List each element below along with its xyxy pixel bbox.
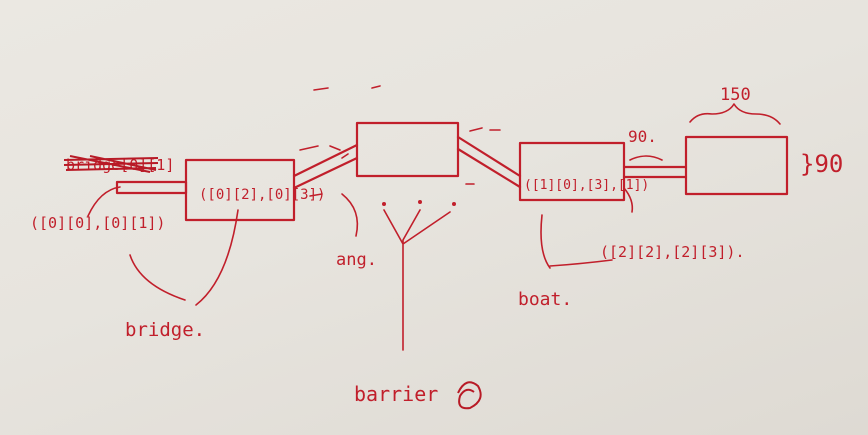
barrier-box xyxy=(355,121,460,178)
start-coordinate-label: ([0][0],[0][1]) xyxy=(30,214,165,232)
connector-3-brace xyxy=(629,155,663,161)
crossed-out-scribble xyxy=(63,155,159,173)
start-leader xyxy=(87,186,121,217)
target-box xyxy=(684,135,789,196)
connector-2-dashes xyxy=(469,127,501,132)
connector-1-bottom xyxy=(292,156,359,190)
boat-box-coordinate: ([1][0],[3],[1]) xyxy=(524,178,649,193)
boat-leader-link xyxy=(549,259,613,267)
connector-1-dash-low xyxy=(309,193,323,197)
start-bar xyxy=(115,180,188,195)
boat-leader-right xyxy=(623,187,634,213)
ang-label: ang. xyxy=(336,250,377,270)
bridge-leader-left xyxy=(129,254,186,301)
connector-1-top xyxy=(292,143,359,178)
ang-leader xyxy=(341,193,359,237)
connector-2-bottom xyxy=(456,147,522,189)
stray-marks xyxy=(313,85,381,91)
barrier-dot-1 xyxy=(382,202,386,206)
barrier-dot-2 xyxy=(418,200,422,204)
barrier-leader-tree xyxy=(383,209,451,351)
bridge-leader-right xyxy=(195,209,239,306)
connector-2-top xyxy=(456,135,522,178)
barrier-label: barrier xyxy=(354,382,438,406)
width-90-label: 90. xyxy=(628,127,657,146)
width-150-label: 150 xyxy=(720,85,751,105)
end-coordinate-label: ([2][2],[2][3]). xyxy=(600,243,745,261)
connector-1-dashes xyxy=(299,145,349,159)
barrier-scribble xyxy=(457,381,482,410)
bridge-box-coordinate: ([0][2],[0][3]) xyxy=(199,187,325,203)
boat-label: boat. xyxy=(518,289,572,310)
height-90-label: }90 xyxy=(800,150,843,178)
boat-leader-left xyxy=(540,214,551,269)
barrier-dot-3 xyxy=(452,202,456,206)
width-150-brace xyxy=(689,103,781,125)
bridge-label: bridge. xyxy=(125,319,205,341)
boat-box xyxy=(518,141,626,202)
